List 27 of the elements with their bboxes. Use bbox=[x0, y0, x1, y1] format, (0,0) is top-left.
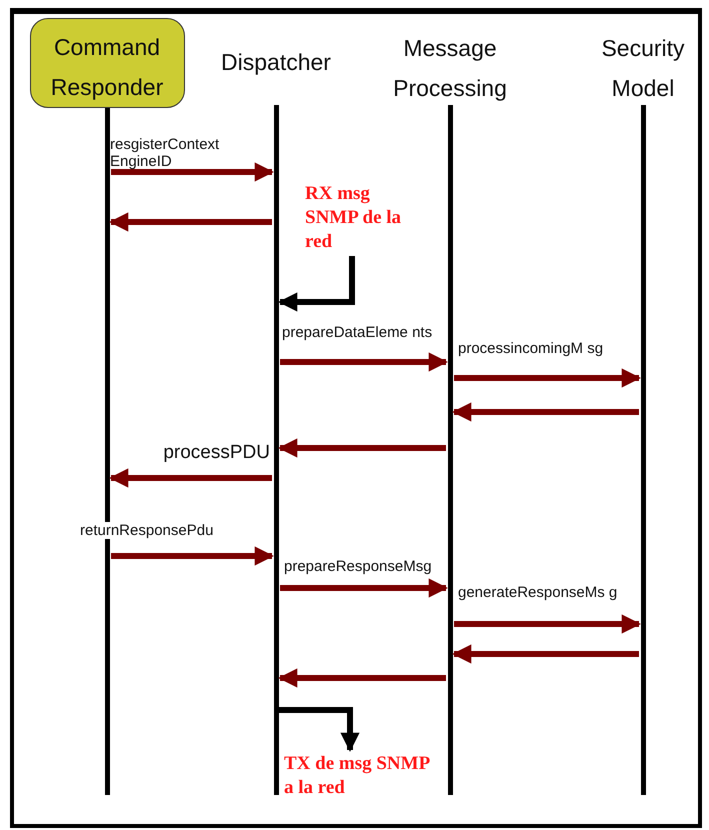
participant-box: Command Responder bbox=[30, 18, 184, 108]
arrow bbox=[280, 352, 448, 372]
participant-label: Message Processing bbox=[392, 34, 508, 103]
edge-label: processPDU bbox=[163, 442, 270, 464]
edge-label: processincomingM sg bbox=[458, 340, 604, 357]
arrow bbox=[454, 368, 641, 388]
arrow bbox=[109, 468, 272, 488]
annotation-text: TX de msg SNMP a la red bbox=[284, 752, 434, 800]
edge-label: prepareDataEleme nts bbox=[282, 324, 432, 341]
arrow bbox=[452, 402, 639, 422]
edge-label: returnResponsePdu bbox=[80, 522, 214, 539]
participant-label: Security Model bbox=[600, 34, 686, 103]
edge-label: prepareResponseMsg bbox=[284, 558, 432, 575]
participant-label: Dispatcher bbox=[220, 48, 332, 77]
arrow bbox=[278, 438, 446, 458]
edge-label: generateResponseMs g bbox=[458, 584, 618, 601]
arrow bbox=[111, 546, 274, 566]
arrow bbox=[278, 256, 355, 312]
edge-label: resgisterContext EngineID bbox=[110, 136, 220, 170]
arrow bbox=[454, 614, 641, 634]
arrow bbox=[279, 707, 360, 752]
annotation-text: RX msg SNMP de la red bbox=[305, 182, 405, 254]
arrow bbox=[452, 644, 639, 664]
arrow bbox=[111, 162, 274, 182]
arrow bbox=[280, 578, 448, 598]
arrow bbox=[278, 668, 446, 688]
arrow bbox=[109, 212, 272, 232]
